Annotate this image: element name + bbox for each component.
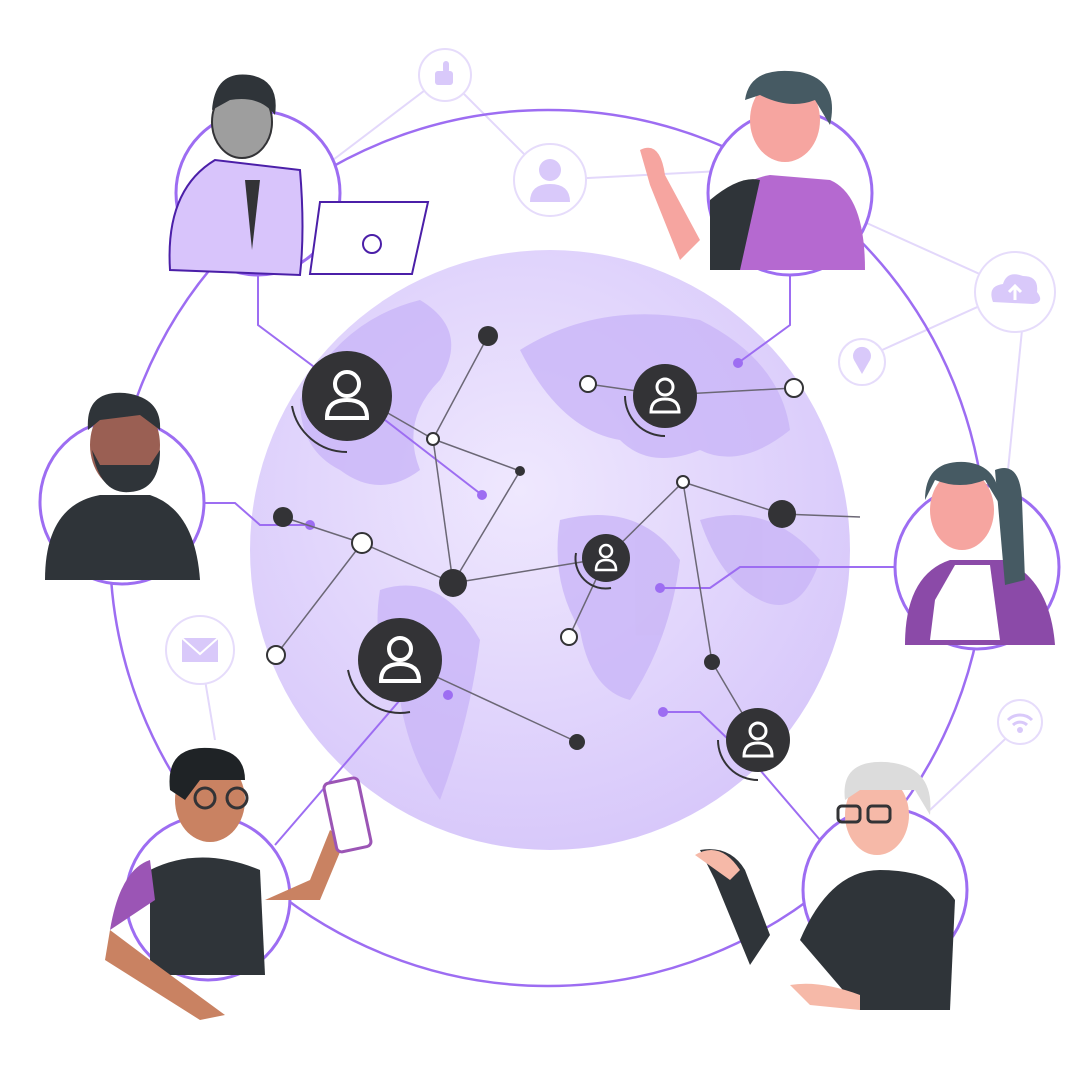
person-ponytail: [893, 461, 1061, 651]
cloud-upload-icon: [974, 251, 1056, 333]
thumbs-up-icon: [418, 48, 472, 102]
person-elderly: [695, 761, 969, 1010]
location-pin-icon: [838, 338, 886, 386]
user-icon: [513, 143, 587, 217]
person-phone: [105, 747, 373, 1020]
wifi-icon: [997, 699, 1043, 745]
network-nodes: [266, 326, 804, 750]
user-node-icons: [291, 351, 790, 781]
mail-icon: [165, 615, 235, 685]
person-bearded: [38, 392, 206, 586]
person-thumbs-up: [640, 70, 874, 277]
person-laptop: [168, 74, 430, 277]
